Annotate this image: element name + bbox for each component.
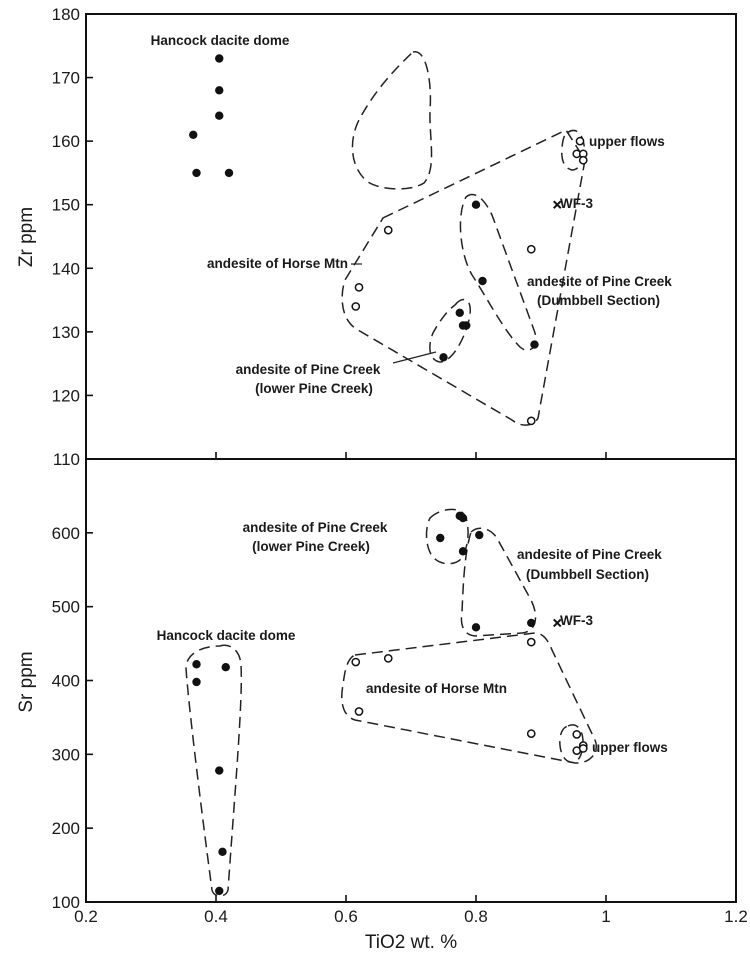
horse-mtn-outline	[341, 129, 586, 426]
top-point-open	[575, 136, 585, 146]
dumbbell-section-outline	[459, 193, 537, 351]
top-point-filled	[215, 54, 224, 63]
top-y-tick-label: 160	[52, 132, 80, 151]
top-panel-frame	[85, 13, 737, 460]
top-y-tick-label: 170	[52, 69, 80, 88]
dumbbell-section-outline-bottom	[460, 527, 537, 637]
top-point-filled	[530, 340, 539, 349]
top-point-open	[578, 155, 588, 165]
hancock-dome-outline	[351, 51, 433, 190]
top-group-outlines	[341, 51, 586, 426]
lower-pine-creek-outline-bottom	[425, 508, 469, 565]
bottom-point-filled	[192, 660, 201, 669]
top-y-axis-title: Zr ppm	[16, 207, 37, 267]
top-y-tick-label: 150	[52, 196, 80, 215]
top-point-filled	[189, 130, 198, 139]
top-point-open	[526, 416, 536, 426]
top-label-dumbbell-line1: andesite of Pine Creek	[527, 274, 672, 289]
bottom-y-tick-label: 600	[52, 524, 80, 543]
top-point-open	[526, 244, 536, 254]
upper-flows-outline	[561, 129, 586, 171]
lower-pine-creek-outline	[429, 298, 471, 363]
bottom-label-wf3: WF-3	[560, 613, 593, 628]
hancock-dome-outline-bottom	[185, 644, 243, 897]
bottom-label-hancock-dacite-dome: Hancock dacite dome	[157, 628, 296, 643]
bottom-point-open	[578, 744, 588, 753]
top-y-tick-label: 120	[52, 386, 80, 405]
top-y-tick-label: 140	[52, 259, 80, 278]
x-tick-label: 0.8	[464, 907, 488, 926]
x-tick-label: 0.4	[204, 907, 228, 926]
x-axis-title: TiO2 wt. %	[365, 932, 457, 953]
horse-mtn-outline-bottom	[341, 632, 597, 764]
top-point-filled	[478, 276, 487, 286]
bottom-label-dumbbell-line1: andesite of Pine Creek	[517, 547, 662, 562]
bottom-point-filled	[475, 530, 484, 540]
top-label-dumbbell-line2: (Dumbbell Section)	[537, 293, 660, 308]
bottom-y-tick-label: 500	[52, 598, 80, 617]
top-label-lower-pine-creek-line1: andesite of Pine Creek	[236, 362, 381, 377]
bottom-label-horse-mtn: andesite of Horse Mtn	[366, 681, 507, 696]
top-y-tick-label: 180	[52, 5, 80, 24]
bottom-point-filled	[218, 847, 227, 856]
bottom-group-outlines	[185, 508, 597, 897]
top-point-open	[354, 283, 364, 292]
data-markers	[189, 54, 588, 896]
bottom-point-filled	[458, 513, 468, 523]
bottom-y-axis-title: Sr ppm	[16, 651, 37, 712]
top-point-filled	[224, 168, 234, 178]
x-tick-label: 0.6	[334, 907, 358, 926]
top-point-open	[383, 225, 393, 235]
top-label-wf3: WF-3	[560, 196, 593, 211]
bottom-point-cross	[553, 618, 562, 628]
bottom-point-open	[572, 730, 582, 739]
top-label-upper-flows: upper flows	[589, 134, 665, 149]
bottom-label-dumbbell-line2: (Dumbbell Section)	[526, 567, 649, 582]
bottom-label-upper-flows: upper flows	[592, 740, 668, 755]
top-point-filled	[192, 168, 201, 178]
upper-flows-outline-bottom	[559, 724, 584, 763]
top-point-filled	[215, 111, 224, 120]
bottom-label-lower-pine-creek-line1: andesite of Pine Creek	[243, 520, 388, 535]
top-label-hancock-dacite-dome: Hancock dacite dome	[151, 33, 290, 48]
bottom-point-filled	[215, 766, 224, 775]
lower-pine-creek-leader	[392, 351, 437, 364]
bottom-point-open	[526, 729, 536, 739]
top-point-filled	[471, 200, 481, 209]
bottom-point-filled	[215, 886, 224, 896]
bottom-point-filled	[458, 547, 468, 556]
top-point-open	[351, 302, 361, 311]
bottom-point-open	[351, 657, 361, 667]
bottom-point-filled	[221, 663, 230, 672]
x-tick-label: 0.2	[74, 907, 98, 926]
bottom-point-open	[383, 654, 393, 663]
bottom-label-lower-pine-creek-line2: (lower Pine Creek)	[252, 539, 370, 554]
top-point-cross	[553, 200, 562, 209]
top-label-horse-mtn: andesite of Horse Mtn	[207, 256, 348, 271]
top-label-lower-pine-creek-line2: (lower Pine Creek)	[255, 381, 373, 396]
top-y-tick-label: 130	[52, 323, 80, 342]
bottom-point-filled	[436, 533, 445, 543]
bottom-point-open	[354, 707, 364, 716]
axis-ticks: 110 120 130 140 150 160 170 180 100 200 300 400 500 6…	[52, 5, 748, 926]
bottom-point-filled	[192, 677, 201, 687]
top-point-filled	[455, 308, 464, 317]
bottom-y-tick-label: 400	[52, 672, 80, 691]
x-tick-label: 1.2	[724, 907, 748, 926]
bottom-y-tick-label: 300	[52, 745, 80, 764]
top-point-filled	[462, 321, 471, 330]
top-point-filled	[215, 86, 224, 95]
x-tick-label: 1	[601, 907, 610, 926]
bottom-y-tick-label: 100	[52, 893, 80, 912]
bottom-point-filled	[527, 618, 536, 628]
bottom-point-open	[526, 637, 536, 647]
bottom-point-filled	[471, 623, 481, 632]
bottom-y-tick-label: 200	[52, 819, 80, 838]
top-point-filled	[439, 353, 448, 362]
top-y-tick-label: 110	[53, 450, 80, 469]
